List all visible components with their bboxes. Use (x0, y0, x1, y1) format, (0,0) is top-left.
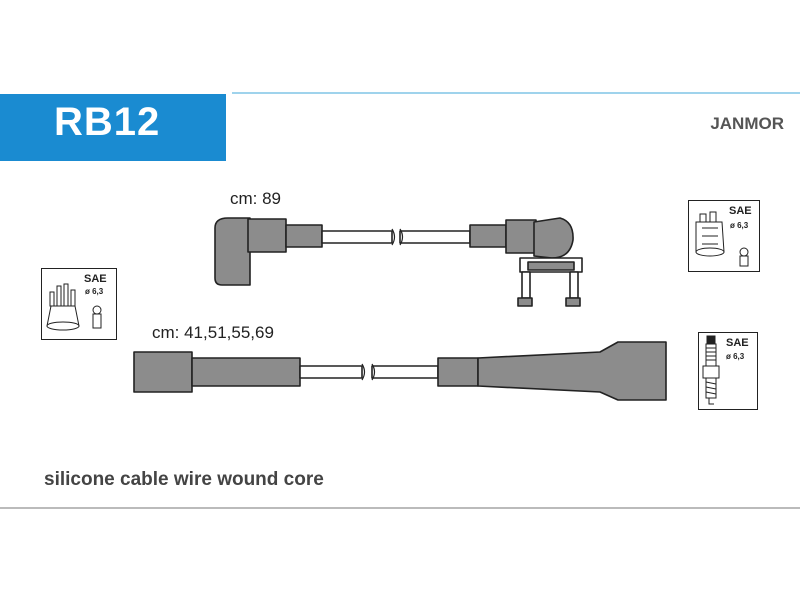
angled-boot-right (533, 217, 574, 259)
wire-segment (371, 365, 439, 379)
clip-foot (565, 297, 581, 307)
wire-segment (299, 365, 363, 379)
cable-length-label: cm: 41,51,55,69 (152, 323, 274, 342)
boot-sleeve (505, 219, 537, 254)
ignition-coil-icon (688, 200, 760, 272)
product-code: RB12 (54, 100, 161, 144)
clip-leg (521, 271, 531, 299)
boot-neck (285, 224, 323, 248)
distributor-cap-icon-box: SAE ø 6,3 (41, 268, 117, 345)
tapered-boot (477, 341, 667, 401)
size-label: ø 6,3 (726, 352, 745, 361)
brand-name: JANMOR (710, 114, 784, 133)
wire-segment (399, 230, 471, 244)
size-label: ø 6,3 (730, 221, 749, 230)
boot-neck (191, 357, 301, 387)
ignition-coil-icon-box: SAE ø 6,3 (688, 200, 760, 277)
straight-boot (133, 351, 193, 393)
header-banner (0, 94, 226, 161)
sae-label: SAE (726, 337, 749, 349)
footer-divider (0, 507, 800, 509)
size-label: ø 6,3 (85, 287, 104, 296)
sae-label: SAE (84, 273, 107, 285)
spark-plug-icon (698, 332, 758, 410)
boot-neck (469, 224, 507, 248)
cable-description: silicone cable wire wound core (44, 469, 324, 490)
clip-leg (569, 271, 579, 299)
clip-bracket (527, 261, 575, 271)
sae-label: SAE (729, 205, 752, 217)
header-divider (232, 92, 800, 94)
clip-foot (517, 297, 533, 307)
boot-neck (437, 357, 479, 387)
cable-length-label: cm: 89 (230, 189, 282, 208)
boot-sleeve (247, 218, 287, 253)
spark-plug-icon-box: SAE ø 6,3 (698, 332, 758, 415)
wire-segment (321, 230, 393, 244)
angled-boot-left (214, 217, 251, 286)
distributor-cap-icon (41, 268, 117, 340)
